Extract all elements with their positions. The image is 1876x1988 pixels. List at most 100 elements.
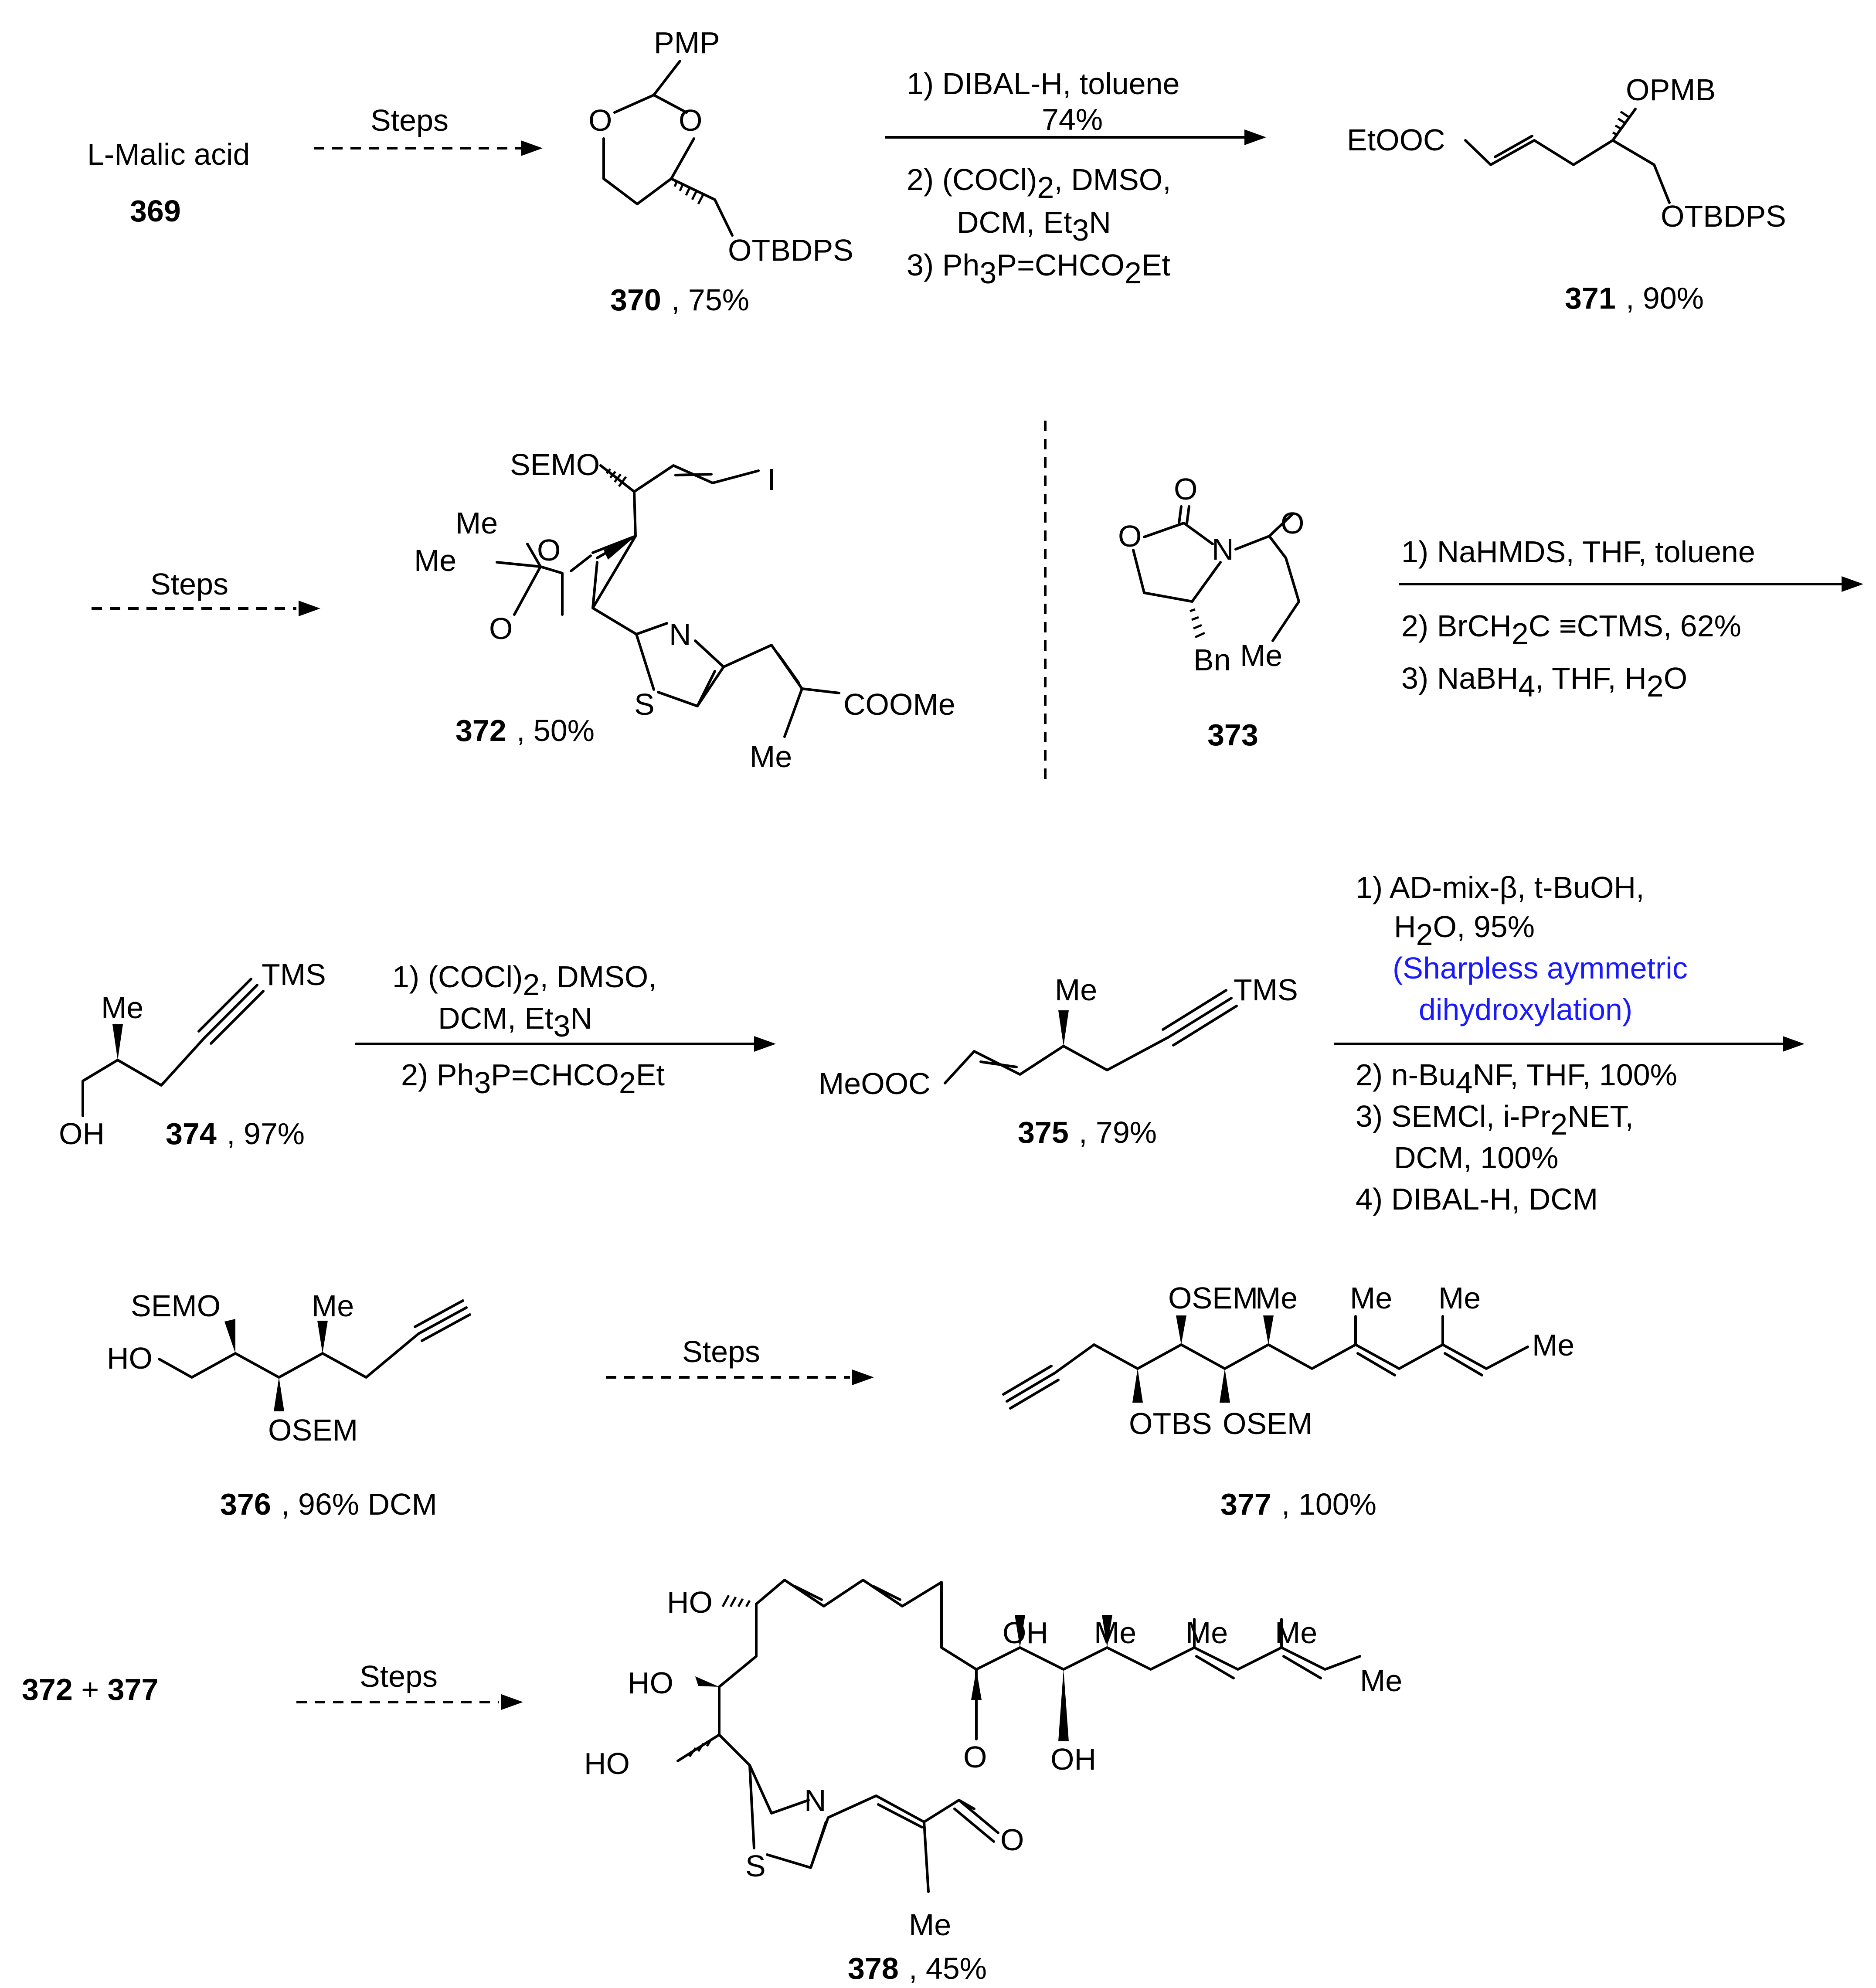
compound-374-oh: OH xyxy=(59,1117,105,1151)
compound-378-ring-o: O xyxy=(963,1740,987,1774)
compound-370-ring-o1: O xyxy=(588,103,612,137)
arrow-370-371-cond-below-2: DCM, Et3N xyxy=(957,205,1111,247)
compound-375-wedge xyxy=(1058,1010,1069,1046)
compound-374-bonds xyxy=(82,978,265,1117)
compound-374-me: Me xyxy=(101,991,143,1025)
compound-373-bn: Bn xyxy=(1193,643,1231,677)
arrow-to-372: Steps xyxy=(92,567,320,616)
compound-378-hash-ho1 xyxy=(721,1594,751,1607)
compound-371-number: 371 xyxy=(1565,281,1616,315)
arrow-373-374-cond-above: 1) NaHMDS, THF, toluene xyxy=(1401,535,1755,569)
compound-378-carbonyl-o: O xyxy=(1000,1823,1024,1857)
compound-372-me-3: Me xyxy=(750,740,792,774)
compound-372-n: N xyxy=(669,618,691,652)
arrow-to-378: Steps xyxy=(296,1659,523,1710)
compound-374-yield: , 97% xyxy=(227,1117,305,1151)
compound-369: L-Malic acid 369 xyxy=(87,137,250,228)
arrow-374-to-375: 1) (COCl)2, DMSO, DCM, Et3N 2) Ph3P=CHCO… xyxy=(355,960,776,1100)
arrow-375-376-cond-below-4: 4) DIBAL-H, DCM xyxy=(1356,1182,1598,1216)
compound-378-oh-2: OH xyxy=(1050,1742,1096,1776)
compound-372-me-1: Me xyxy=(455,506,498,540)
combo-372: 372 + 377 xyxy=(22,1672,158,1706)
arrow-375-376-cond-above-1: 1) AD-mix-β, t-BuOH, xyxy=(1356,870,1645,904)
compound-373: O O N O Bn Me 373 xyxy=(1118,472,1304,752)
compound-378-oh-1: OH xyxy=(1003,1616,1048,1650)
arrow-373-374-head xyxy=(1842,576,1863,592)
arrow-374-375-cond-below-1: 2) Ph3P=CHCO2Et xyxy=(401,1058,665,1100)
compound-376-wedge-1 xyxy=(224,1319,235,1353)
compound-377-number: 377 xyxy=(1220,1487,1271,1521)
arrow-375-376-head xyxy=(1783,1036,1805,1052)
compound-374-wedge xyxy=(112,1024,123,1060)
compound-372-ring-o2: O xyxy=(489,612,513,646)
arrow-373-374-cond-below-1: 2) BrCH2C ≡CTMS, 62% xyxy=(1401,609,1741,651)
compound-375-me: Me xyxy=(1055,973,1097,1007)
arrow-375-376-cond-above-2: H2O, 95% xyxy=(1394,910,1535,952)
compound-378-wedge-ho2 xyxy=(695,1676,719,1687)
compound-377-wedge-3 xyxy=(1220,1369,1230,1403)
compound-372-skeleton-bonds xyxy=(496,464,840,738)
arrow-374-375-cond-above-2: DCM, Et3N xyxy=(438,1001,592,1043)
reactants-372-377: 372 + 377 xyxy=(22,1672,158,1706)
compound-370-otbdps: OTBDPS xyxy=(728,233,853,267)
compound-371-yield: , 90% xyxy=(1626,281,1704,315)
compound-373-carbonyl-o: O xyxy=(1174,472,1197,506)
compound-371-chain-bonds xyxy=(1464,108,1671,204)
compound-375-ester: MeOOC xyxy=(819,1067,931,1101)
compound-377-yield: , 100% xyxy=(1281,1487,1376,1521)
compound-378: HO HO HO OH OH Me Me Me Me Me N S O O 37… xyxy=(584,1579,1402,1985)
compound-369-name: L-Malic acid xyxy=(87,137,250,171)
compound-373-hash-bond xyxy=(1189,608,1206,639)
compound-370: PMP O O OTBDPS 370 , 75% xyxy=(588,26,853,317)
arrow-374-375-cond-above-1: 1) (COCl)2, DMSO, xyxy=(392,960,657,1002)
compound-369-number: 369 xyxy=(130,194,181,228)
compound-376-semo: SEMO xyxy=(131,1289,221,1323)
dashed-arrowhead xyxy=(299,601,320,616)
compound-375: MeOOC Me TMS 375 , 79% xyxy=(819,973,1298,1149)
compound-377-osem-2: OSEM xyxy=(1223,1407,1312,1441)
compound-377-me-4: Me xyxy=(1532,1328,1574,1362)
compound-378-wedge-o xyxy=(971,1669,982,1700)
arrow-370-371-cond-below-1: 2) (COCl)2, DMSO, xyxy=(907,163,1171,204)
compound-373-n: N xyxy=(1212,532,1234,566)
compound-371: EtOOC OPMB OTBDPS 371 , 90% xyxy=(1347,73,1786,315)
compound-370-ring-bonds xyxy=(602,60,734,237)
compound-374: TMS Me OH 374 , 97% xyxy=(59,958,326,1151)
compound-377: OSEM Me Me Me Me OTBS OSEM 377 , 100% xyxy=(1002,1281,1574,1521)
compound-375-tms: TMS xyxy=(1234,973,1298,1007)
compound-372-yield: , 50% xyxy=(517,714,595,748)
arrow-370-371-cond-above-2: 74% xyxy=(1042,102,1103,136)
compound-370-number: 370 xyxy=(610,283,661,317)
compound-373-ring-bonds xyxy=(1132,505,1300,642)
compound-374-number: 374 xyxy=(166,1117,217,1151)
compound-372-wedge xyxy=(604,536,636,560)
compound-372-s: S xyxy=(634,687,655,721)
arrow-376-to-377: Steps xyxy=(606,1335,874,1385)
arrow-375-to-376: 1) AD-mix-β, t-BuOH, H2O, 95% (Sharpless… xyxy=(1334,870,1805,1216)
arrow-375-376-cond-below-3: DCM, 100% xyxy=(1394,1141,1558,1175)
compound-377-me-3: Me xyxy=(1438,1281,1481,1315)
dashed-arrowhead xyxy=(521,140,543,156)
compound-375-number: 375 xyxy=(1018,1115,1069,1149)
compound-377-osem-1: OSEM xyxy=(1168,1281,1258,1315)
compound-378-me-4: Me xyxy=(1360,1664,1402,1698)
compound-378-hash-ho3 xyxy=(688,1738,713,1757)
compound-370-pmp: PMP xyxy=(654,26,720,60)
compound-371-hash-bond xyxy=(1612,110,1629,136)
compound-376-ho: HO xyxy=(107,1341,153,1375)
compound-378-me-2: Me xyxy=(1186,1616,1228,1650)
compound-376-me: Me xyxy=(312,1289,354,1323)
arrow-369-to-370: Steps xyxy=(314,103,543,156)
compound-372-ring-o1: O xyxy=(537,533,561,567)
arrow-375-376-cond-below-2: 3) SEMCl, i-Pr2NET, xyxy=(1356,1099,1634,1141)
compound-371-ester: EtOOC xyxy=(1347,123,1445,157)
compound-376-wedge-3 xyxy=(317,1321,328,1353)
compound-377-me-2: Me xyxy=(1350,1281,1392,1315)
arrow-373-to-374: 1) NaHMDS, THF, toluene 2) BrCH2C ≡CTMS,… xyxy=(1399,535,1863,703)
arrow-370-371-cond-above-1: 1) DIBAL-H, toluene xyxy=(907,67,1179,101)
compound-377-me-1: Me xyxy=(1255,1281,1298,1315)
arrow-376-377-label: Steps xyxy=(682,1335,760,1369)
compound-378-ho-2: HO xyxy=(628,1666,673,1700)
compound-372-number: 372 xyxy=(455,714,506,748)
compound-376-yield: , 96% DCM xyxy=(281,1487,437,1521)
